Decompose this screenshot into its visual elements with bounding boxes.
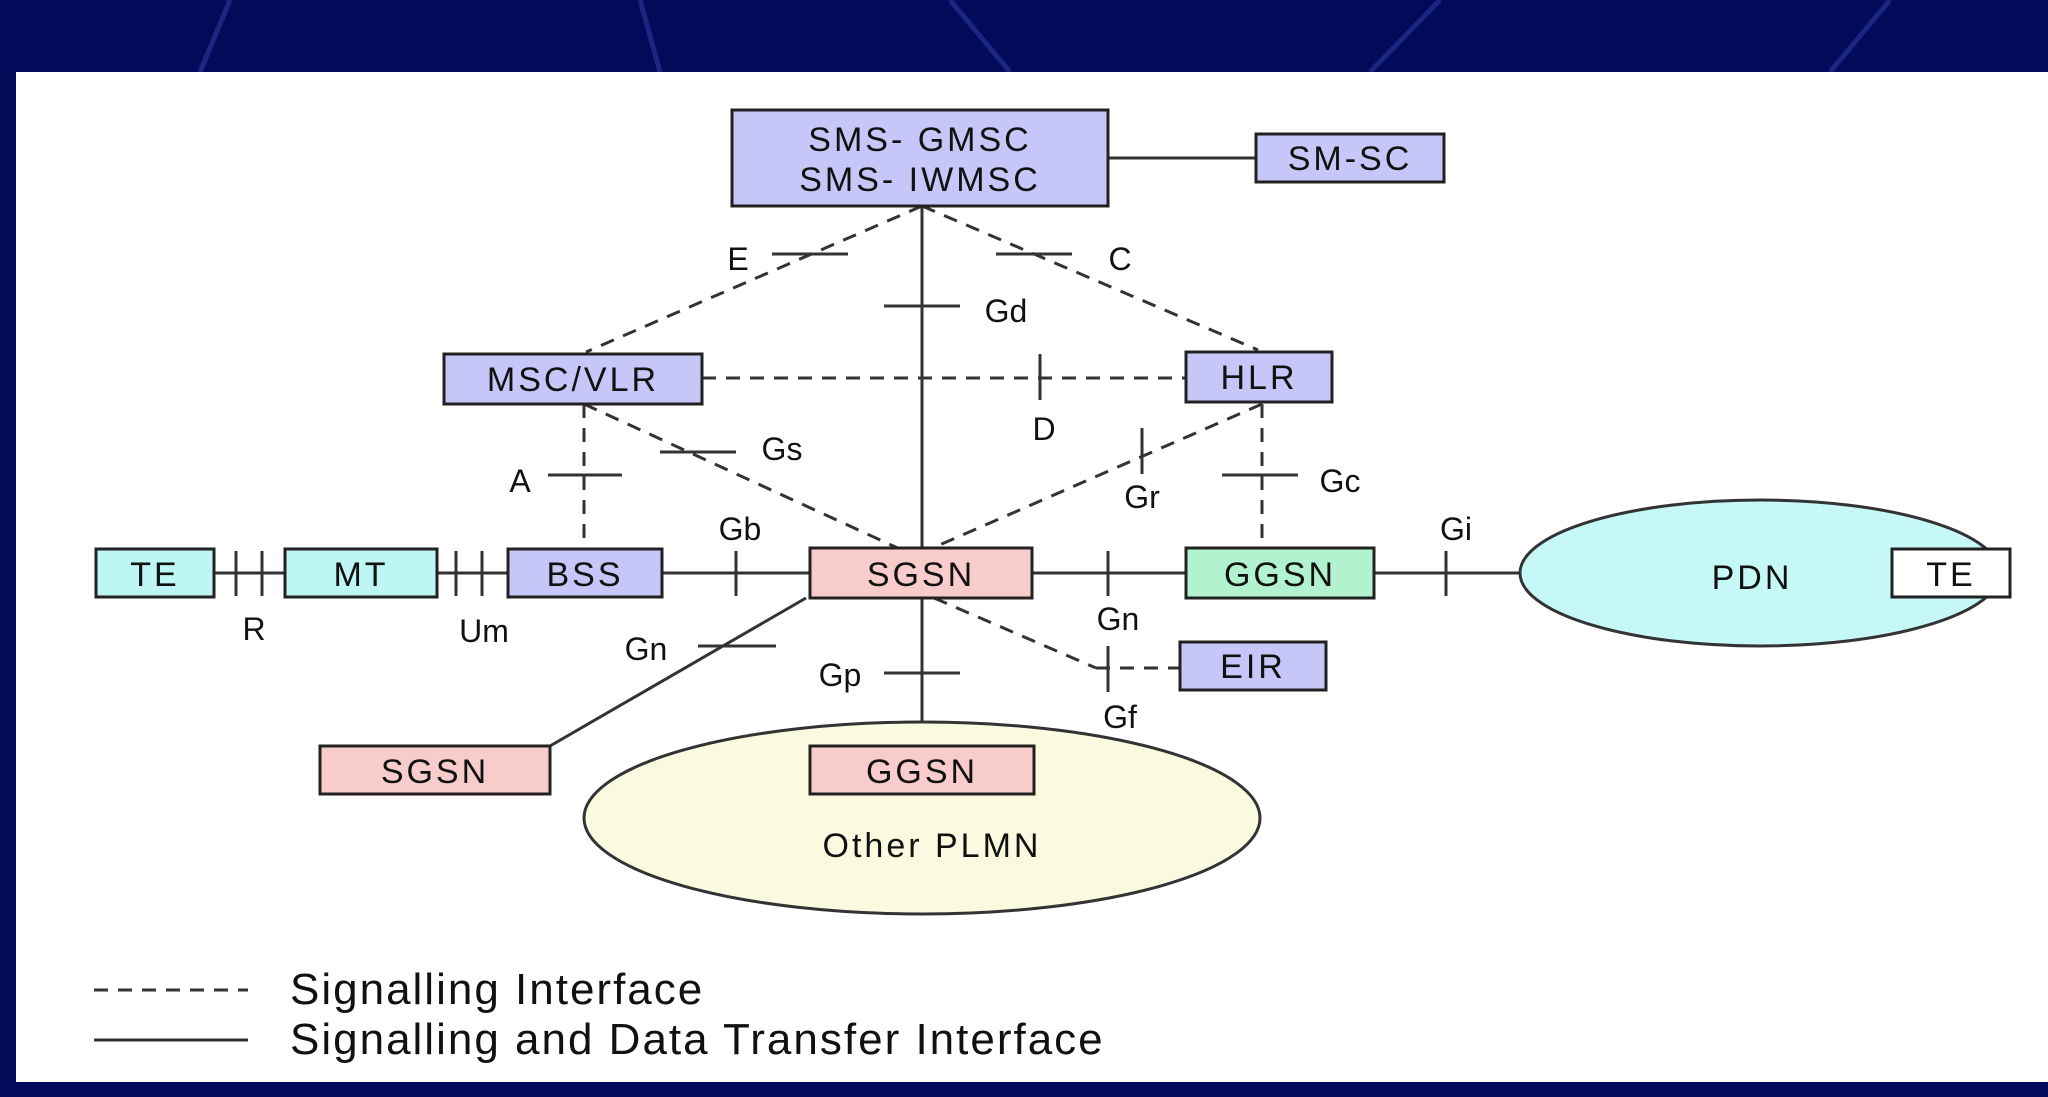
hlr-label: HLR — [1220, 359, 1297, 397]
te-right-label: TE — [1926, 556, 1975, 594]
link-gmsc-msc — [585, 204, 923, 354]
mt-box — [283, 547, 439, 599]
eir-label: EIR — [1220, 648, 1286, 686]
sgsn-label: SGSN — [867, 556, 975, 594]
iface-gn-mid-label: Gn — [1097, 601, 1140, 637]
sgsn-other-box — [318, 744, 552, 796]
sms-gmsc-label: SMS- GMSC — [808, 121, 1031, 159]
iface-um-label: Um — [459, 613, 509, 649]
iface-gb-label: Gb — [719, 511, 762, 547]
ggsn-label: GGSN — [1224, 556, 1336, 594]
legend: Signalling Interface Signalling and Data… — [94, 965, 1105, 1064]
legend-data-transfer-label: Signalling and Data Transfer Interface — [290, 1015, 1105, 1064]
link-hlr-sgsn — [927, 402, 1263, 552]
iface-gc-label: Gc — [1320, 463, 1361, 499]
iface-gp-label: Gp — [819, 657, 862, 693]
ggsn-other-label: GGSN — [866, 753, 978, 791]
link-msc-sgsn — [583, 402, 903, 552]
iface-gs-label: Gs — [762, 431, 803, 467]
other-plmn-label: Other PLMN — [823, 827, 1042, 865]
iface-gd-label: Gd — [985, 293, 1028, 329]
te-left-label: TE — [130, 556, 179, 594]
iface-r-label: R — [242, 611, 265, 647]
sgsn-box — [808, 546, 1034, 600]
bss-label: BSS — [546, 556, 623, 594]
legend-signalling-label: Signalling Interface — [290, 965, 704, 1014]
pdn-label: PDN — [1712, 559, 1793, 597]
iface-gi-label: Gi — [1440, 511, 1472, 547]
iface-d-label: D — [1032, 411, 1055, 447]
te-right-box — [1890, 547, 2012, 599]
iface-a-label: A — [509, 463, 531, 499]
sgsn-other-label: SGSN — [381, 753, 489, 791]
iface-gf-label: Gf — [1103, 699, 1137, 735]
link-sgsn-eir — [933, 596, 1097, 670]
msc-vlr-box — [442, 352, 704, 406]
other-plmn-network — [582, 720, 1262, 916]
sms-gmsc-box — [730, 108, 1110, 208]
iface-gn-left-label: Gn — [625, 631, 668, 667]
te-left-box — [94, 547, 216, 599]
bss-box — [506, 547, 664, 599]
sms-iwmsc-label: SMS- IWMSC — [799, 161, 1041, 199]
hlr-box — [1184, 350, 1334, 404]
iface-e-label: E — [727, 241, 748, 277]
iface-c-label: C — [1108, 241, 1131, 277]
ggsn-box — [1184, 546, 1376, 600]
msc-vlr-label: MSC/VLR — [487, 361, 659, 399]
eir-box — [1178, 640, 1328, 692]
mt-label: MT — [333, 556, 388, 594]
sm-sc-label: SM-SC — [1288, 140, 1413, 178]
link-gmsc-hlr — [921, 204, 1259, 352]
iface-gr-label: Gr — [1124, 479, 1160, 515]
link-sgsn-sgsn-other — [549, 596, 807, 748]
sm-sc-box — [1254, 132, 1446, 184]
ggsn-other-box — [808, 744, 1036, 796]
